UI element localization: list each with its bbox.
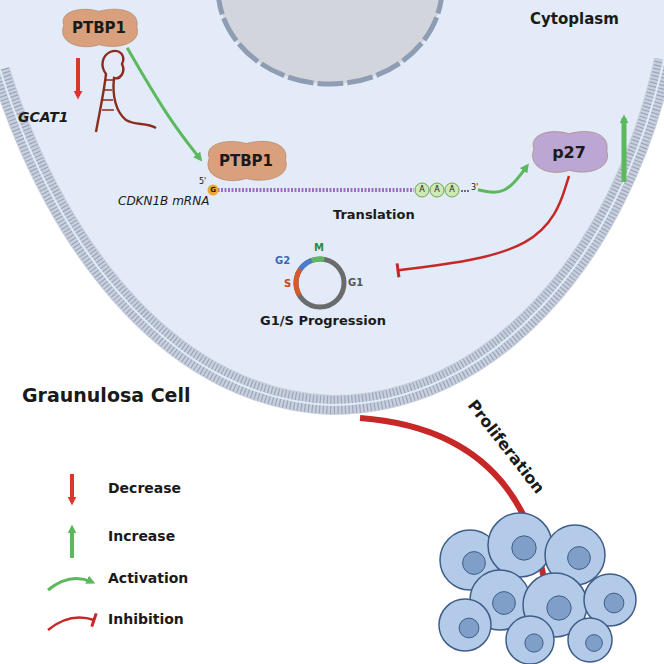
cell-nucleus [568,547,591,570]
mrna-cap [208,185,219,196]
legend-increase-sample [70,528,74,558]
granulosa-cell [568,618,612,662]
poly-a-label: A [434,186,439,194]
cell-cycle-m [312,259,324,260]
cell-cycle: M G2S G1G1/S Progression [248,240,398,332]
granulosa-cell [439,599,491,651]
dot [464,190,466,192]
cell-cycle-s [296,269,300,295]
cell-body [488,513,552,577]
cell-cluster [439,513,636,664]
poly-a-label: A [419,186,424,194]
cell-nucleus [547,596,571,620]
blob-fill [63,9,138,47]
granulosa-cell [488,513,552,577]
end-label: 5' [199,178,206,186]
protein-name: p27 [552,143,586,162]
process-label: Translation [333,207,415,222]
poly-a [445,183,459,197]
poly-a-label: A [449,186,454,194]
cell-body [568,618,612,662]
cell-body [439,599,491,651]
granulosa-cell [506,616,554,664]
legend-text: Inhibition [108,611,184,627]
activation-connector [478,166,527,192]
dot [467,190,469,192]
protein-blob: PTBP1 [55,6,143,50]
phase-label: M [314,242,324,253]
activation-connector [127,48,200,159]
blob-fill [208,141,286,180]
decrease-arrow [76,58,80,96]
cell-cycle-g1 [296,259,344,307]
legend-activation-sample [48,578,92,590]
phase-label: G2 [275,255,290,266]
legend-inhibition-sample [48,618,94,630]
legend-text: Increase [108,528,175,544]
cell-nucleus [525,634,543,652]
legend-text: Activation [108,570,188,586]
gene-label: GCAT1 [18,110,69,124]
region-label: Cytoplasm [530,12,619,27]
legend-decrease-sample [70,474,74,502]
protein-name: PTBP1 [72,19,126,37]
phase-label: G1 [348,277,363,288]
rna-base-pairs [102,80,114,110]
cell-nucleus [463,552,486,575]
protein-name: PTBP1 [219,152,273,170]
cell-cycle-g2 [300,260,311,269]
cell-body [506,616,554,664]
cell-nucleus [512,536,536,560]
cap-label: G [210,187,216,194]
protein-blob: PTBP1 [200,138,292,184]
legend-text: Decrease [108,480,181,496]
blob-fill [533,131,608,172]
poly-a [430,183,444,197]
gcat1-rna [96,51,156,132]
mrna-name: CDKN1B mRNA [118,194,209,208]
increase-arrow [622,118,627,182]
cell-nucleus [493,592,516,615]
mrna-strand [214,188,414,192]
node-caption: G1/S Progression [248,313,398,328]
dot [461,190,463,192]
phase-label: S [284,278,291,289]
nucleus [218,0,442,84]
cell-nucleus [604,593,624,613]
end-label: 3' [471,184,478,192]
inhibition-connector [398,176,569,270]
protein-blob: p27 [525,128,613,176]
cell-nucleus [459,618,479,638]
process-label: Proliferation [465,397,548,496]
poly-a [415,183,429,197]
cell-label: Graunulosa Cell [22,386,191,405]
cell-nucleus [586,635,603,652]
